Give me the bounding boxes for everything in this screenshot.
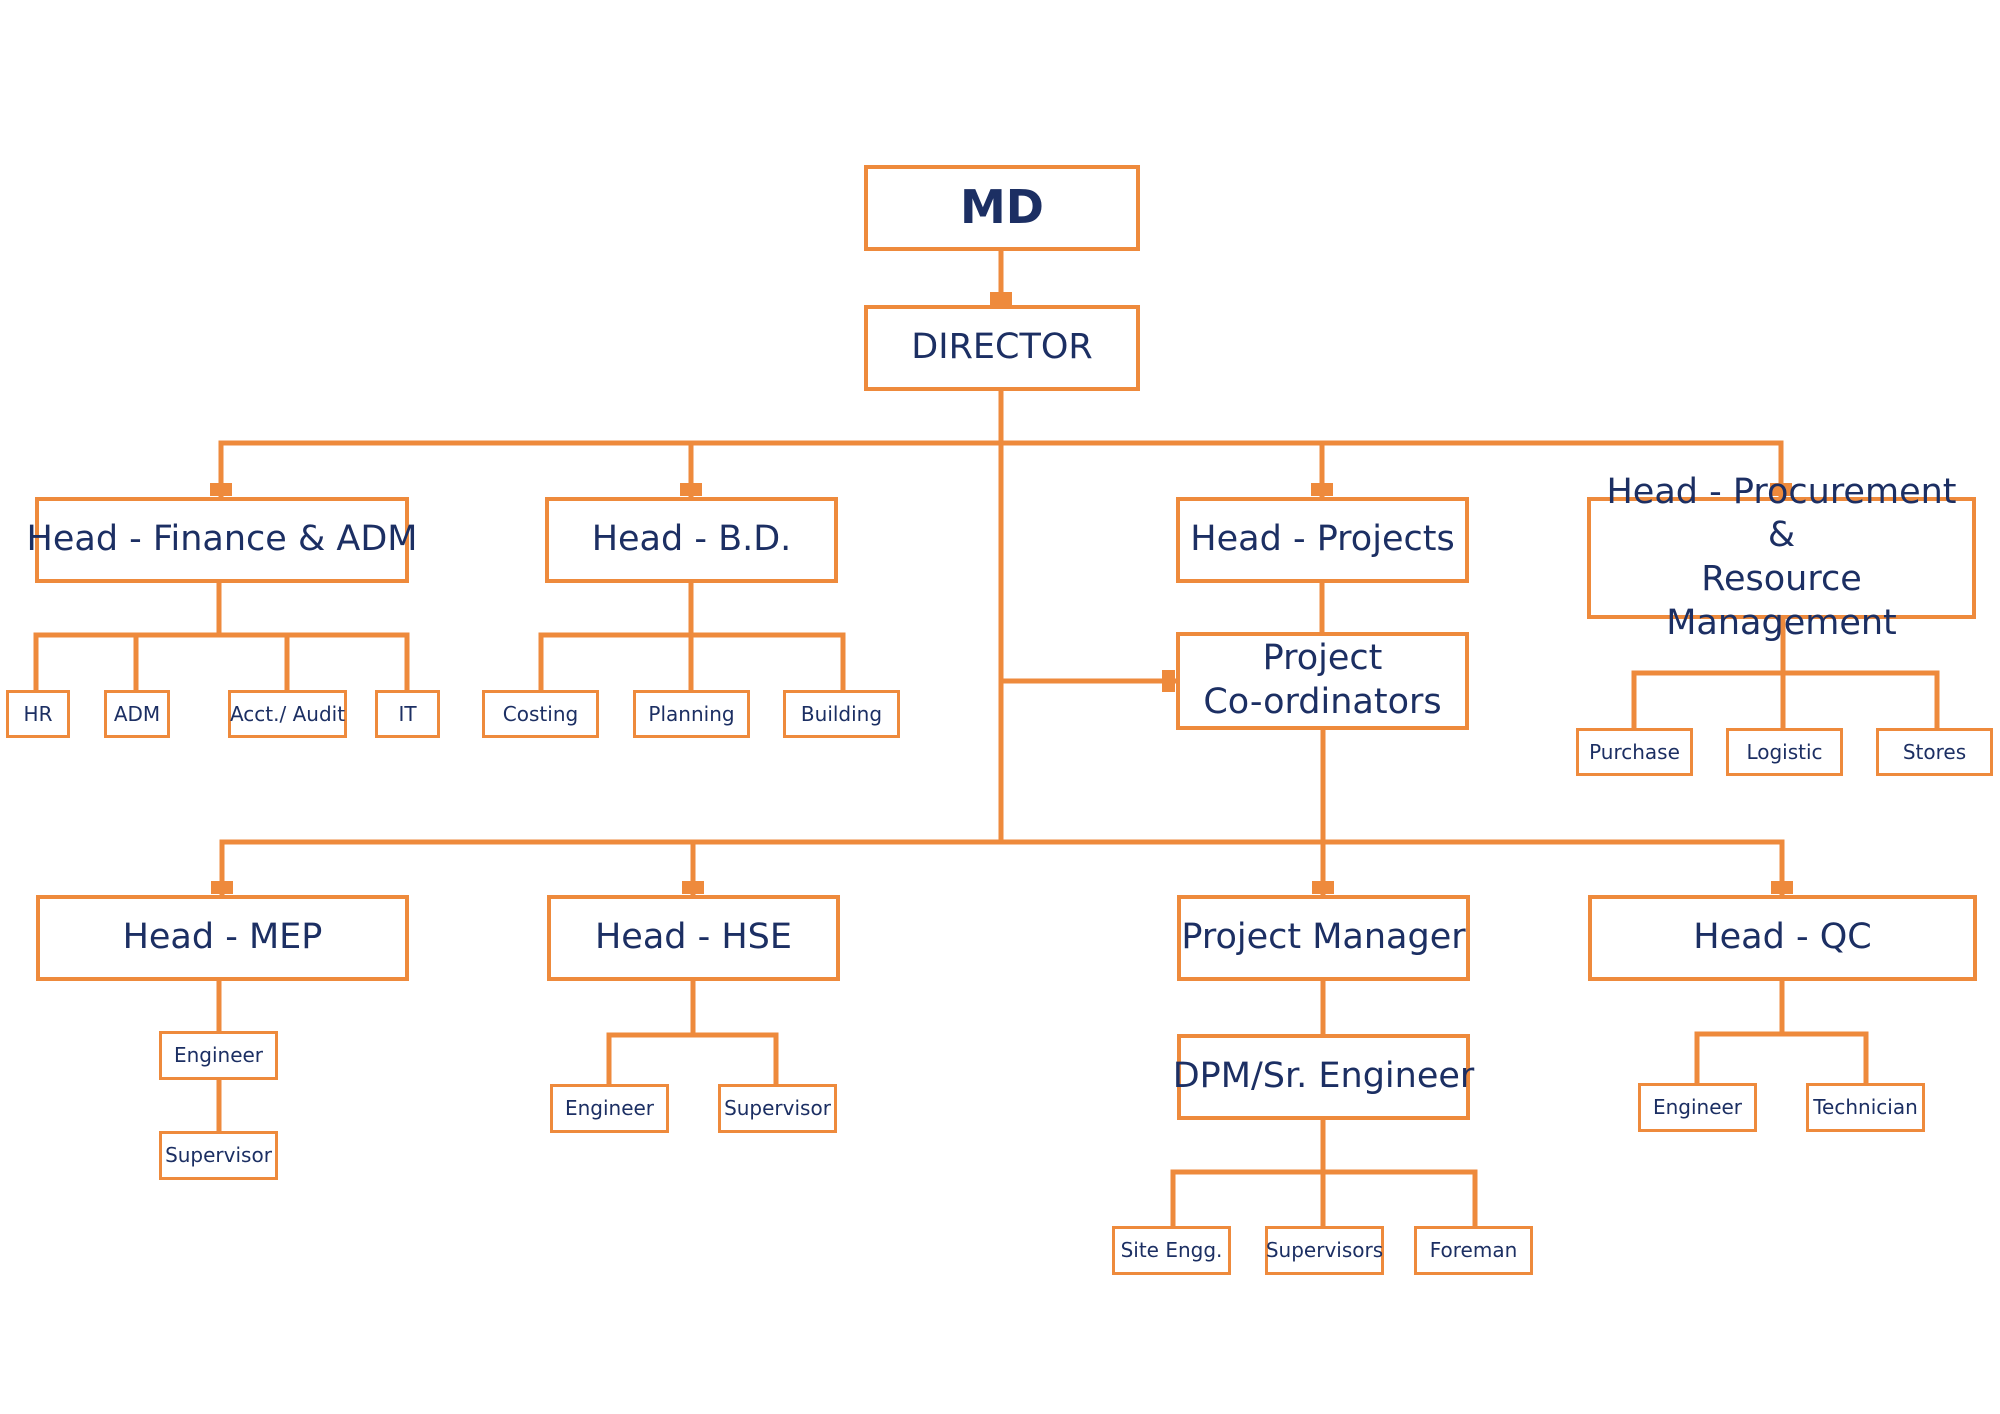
- hr-box: HR: [6, 690, 70, 738]
- head-projects-box: Head - Projects: [1176, 497, 1469, 583]
- connector-tab: [990, 292, 1012, 305]
- head-hse-box: Head - HSE: [547, 895, 840, 981]
- it-label: IT: [398, 701, 417, 726]
- stores-label: Stores: [1902, 739, 1967, 764]
- hr-label: HR: [23, 701, 53, 726]
- connector-tab: [1771, 881, 1793, 894]
- qc-technician-box: Technician: [1806, 1083, 1925, 1132]
- mep-supervisor-box: Supervisor: [159, 1131, 278, 1180]
- head-bd-label: Head - B.D.: [591, 519, 792, 560]
- head-procurement-label-1: Head - Procurement &: [1606, 471, 1957, 556]
- site-engg-box: Site Engg.: [1112, 1226, 1231, 1275]
- connector-tab: [1162, 670, 1175, 692]
- md-label: MD: [960, 180, 1044, 235]
- hse-engineer-box: Engineer: [550, 1084, 669, 1133]
- project-coordinators-label-2: Co-ordinators: [1203, 682, 1442, 722]
- project-coordinators-label-1: Project: [1262, 638, 1383, 679]
- logistic-box: Logistic: [1726, 728, 1843, 776]
- building-label: Building: [800, 701, 883, 726]
- director-label: DIRECTOR: [911, 327, 1093, 368]
- mep-supervisor-label: Supervisor: [165, 1143, 272, 1167]
- connector-tab: [680, 483, 702, 496]
- adm-box: ADM: [104, 690, 170, 738]
- head-projects-label: Head - Projects: [1190, 519, 1455, 560]
- site-engg-label: Site Engg.: [1120, 1238, 1223, 1262]
- qc-engineer-label: Engineer: [1652, 1095, 1743, 1119]
- md-box: MD: [864, 165, 1140, 251]
- supervisors-box: Supervisors: [1265, 1226, 1384, 1275]
- director-box: DIRECTOR: [864, 305, 1140, 391]
- head-bd-box: Head - B.D.: [545, 497, 838, 583]
- head-qc-box: Head - QC: [1588, 895, 1977, 981]
- connector-tab: [1311, 483, 1333, 496]
- qc-technician-label: Technician: [1813, 1095, 1918, 1119]
- hse-supervisor-box: Supervisor: [718, 1084, 837, 1133]
- acct-audit-box: Acct./ Audit: [228, 690, 347, 738]
- building-box: Building: [783, 690, 900, 738]
- mep-engineer-label: Engineer: [173, 1043, 264, 1067]
- head-finance-box: Head - Finance & ADM: [27, 497, 417, 583]
- hse-supervisor-label: Supervisor: [724, 1096, 831, 1120]
- hse-engineer-label: Engineer: [564, 1096, 655, 1120]
- head-qc-label: Head - QC: [1693, 917, 1872, 958]
- head-hse-label: Head - HSE: [594, 917, 793, 958]
- foreman-label: Foreman: [1429, 1238, 1518, 1262]
- foreman-box: Foreman: [1414, 1226, 1533, 1275]
- logistic-label: Logistic: [1746, 739, 1823, 764]
- qc-engineer-box: Engineer: [1638, 1083, 1757, 1132]
- mep-engineer-box: Engineer: [159, 1031, 278, 1080]
- purchase-box: Purchase: [1576, 728, 1693, 776]
- head-mep-label: Head - MEP: [122, 917, 323, 958]
- dpm-label: DPM/Sr. Engineer: [1172, 1056, 1475, 1097]
- costing-label: Costing: [502, 701, 579, 726]
- project-manager-box: Project Manager: [1177, 895, 1470, 981]
- supervisors-label: Supervisors: [1265, 1238, 1384, 1262]
- connector-tab: [682, 881, 704, 894]
- head-procurement-label-2: Resource Management: [1666, 559, 1897, 643]
- acct-audit-label: Acct./ Audit: [229, 701, 346, 726]
- adm-label: ADM: [113, 701, 161, 726]
- connector-tab: [210, 483, 232, 496]
- connector-tab: [1770, 483, 1792, 496]
- costing-box: Costing: [482, 690, 599, 738]
- planning-box: Planning: [633, 690, 750, 738]
- stores-box: Stores: [1876, 728, 1993, 776]
- connector-tab: [211, 881, 233, 894]
- planning-label: Planning: [648, 701, 735, 726]
- head-mep-box: Head - MEP: [36, 895, 409, 981]
- it-box: IT: [375, 690, 440, 738]
- head-procurement-box: Head - Procurement & Resource Management: [1587, 472, 1976, 643]
- project-coordinators-box: Project Co-ordinators: [1176, 632, 1469, 730]
- head-finance-label: Head - Finance & ADM: [26, 519, 418, 560]
- project-manager-label: Project Manager: [1181, 917, 1466, 958]
- dpm-box: DPM/Sr. Engineer: [1173, 1034, 1474, 1120]
- purchase-label: Purchase: [1589, 739, 1680, 764]
- connector-tab: [1312, 881, 1334, 894]
